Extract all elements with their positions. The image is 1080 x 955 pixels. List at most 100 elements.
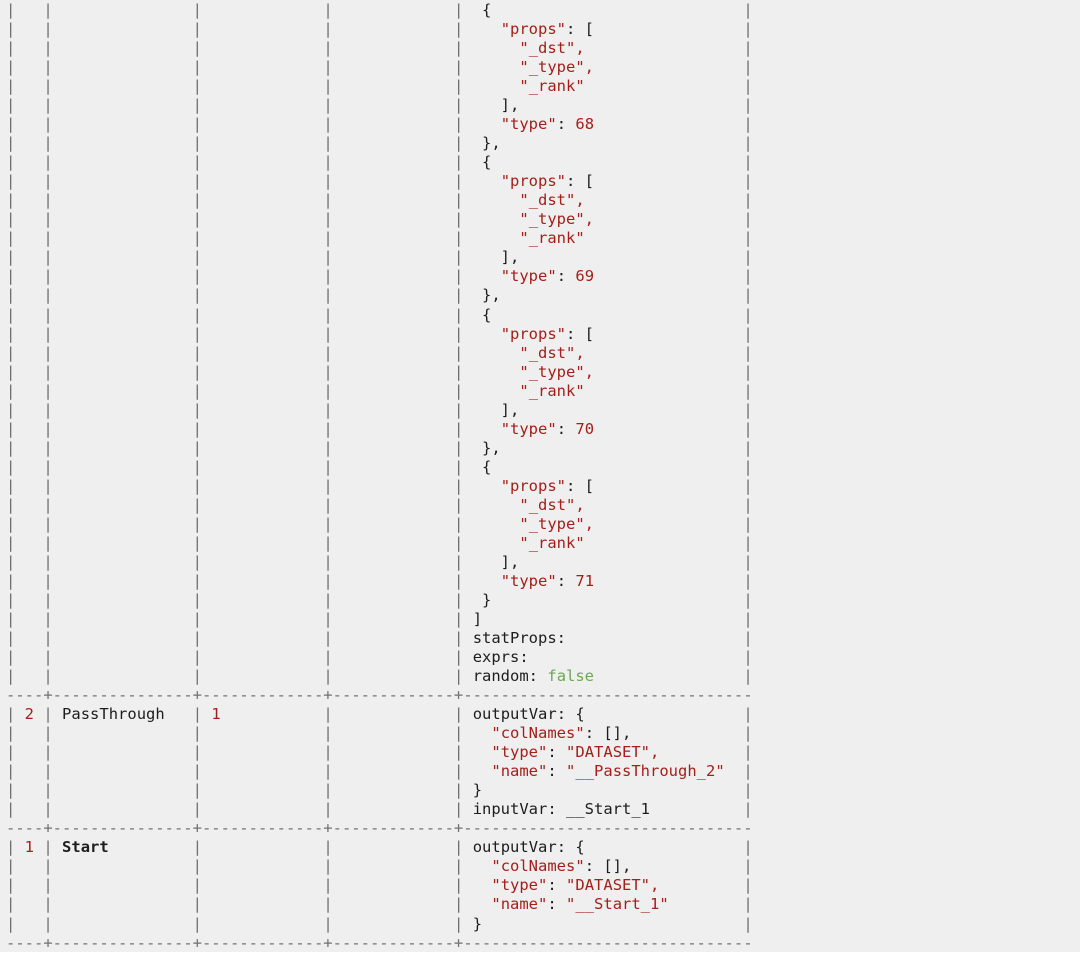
text-segment: | <box>6 39 16 58</box>
text-segment: | <box>323 115 333 134</box>
text-segment: | <box>454 438 464 457</box>
text-segment: | <box>192 800 203 819</box>
text-segment: | <box>743 229 753 248</box>
text-segment: | <box>743 58 753 77</box>
text-segment: "_type", <box>519 362 595 381</box>
text-segment <box>491 458 743 476</box>
text-segment: | <box>6 533 16 552</box>
text-segment <box>53 800 193 818</box>
text-segment: : [ <box>566 476 595 495</box>
text-segment <box>202 191 323 209</box>
text-segment: "colNames" <box>491 724 585 743</box>
operator-row-continued: | | | | | "props": [ | <box>6 20 1080 39</box>
text-segment: | <box>743 629 753 648</box>
text-segment: | <box>323 343 333 362</box>
text-segment: | <box>192 1 203 19</box>
text-segment <box>333 96 454 114</box>
text-segment <box>53 77 193 95</box>
text-segment <box>202 172 323 190</box>
text-segment <box>15 248 43 266</box>
text-segment: | <box>743 476 753 495</box>
text-segment: ] <box>463 610 483 628</box>
text-segment: | <box>6 58 16 77</box>
text-segment <box>34 705 43 723</box>
text-segment: | <box>454 590 464 609</box>
text-segment: ], <box>463 96 520 115</box>
text-segment <box>15 344 43 362</box>
operator-row-continued: | | | | | "_type", | <box>6 58 1080 77</box>
text-segment <box>333 667 454 685</box>
text-segment <box>463 420 500 438</box>
text-segment <box>53 191 193 209</box>
text-segment: | <box>323 457 333 476</box>
text-segment: | <box>192 39 203 58</box>
text-segment: | <box>192 571 203 590</box>
text-segment: | <box>323 762 333 781</box>
text-segment <box>202 267 323 285</box>
text-segment <box>463 515 519 533</box>
text-segment <box>463 363 519 381</box>
text-segment: | <box>192 400 203 419</box>
text-segment <box>15 267 43 285</box>
text-segment: | <box>192 629 203 648</box>
text-segment <box>202 648 323 666</box>
operator-row-continued: | | | | | ], | <box>6 401 1080 420</box>
text-segment: | <box>454 305 464 324</box>
text-segment: | <box>43 476 53 495</box>
text-segment <box>333 115 454 133</box>
text-segment: : [ <box>566 20 595 39</box>
text-segment: | <box>192 724 203 743</box>
text-segment <box>463 58 519 76</box>
text-segment: | <box>454 495 464 514</box>
text-segment: "type" <box>500 115 557 134</box>
text-segment: | <box>323 876 333 895</box>
text-segment <box>501 286 744 304</box>
text-segment: | <box>323 286 333 305</box>
text-segment <box>594 267 743 285</box>
text-segment: | <box>6 457 16 476</box>
text-segment: | <box>192 58 203 77</box>
text-segment <box>53 134 193 152</box>
text-segment: "_rank" <box>519 77 585 96</box>
text-segment <box>15 115 43 133</box>
text-segment: | <box>6 800 16 819</box>
text-segment <box>202 915 323 933</box>
text-segment <box>53 667 193 685</box>
text-segment <box>333 77 454 95</box>
text-segment: | <box>43 533 53 552</box>
text-segment <box>650 800 743 818</box>
text-segment: | <box>323 58 333 77</box>
text-segment: : [ <box>566 172 595 191</box>
text-segment <box>15 363 43 381</box>
text-segment <box>53 724 193 742</box>
text-segment: | <box>6 20 16 39</box>
text-segment: | <box>192 667 203 686</box>
text-segment <box>585 39 744 57</box>
text-segment: | <box>192 20 203 39</box>
text-segment <box>53 58 193 76</box>
text-segment <box>53 629 193 647</box>
text-segment: | <box>6 229 16 248</box>
text-segment <box>333 344 454 362</box>
text-segment <box>202 572 323 590</box>
text-segment <box>594 477 743 495</box>
text-segment: ----+---------------+-------------+-----… <box>6 933 753 952</box>
text-segment: | <box>743 286 753 305</box>
text-segment: | <box>43 267 53 286</box>
operator-row-continued: | | | | | }, | <box>6 286 1080 305</box>
text-segment <box>202 229 323 247</box>
text-segment: "_type", <box>519 210 595 229</box>
text-segment: | <box>454 800 464 819</box>
text-segment <box>53 1 193 19</box>
text-segment: | <box>454 248 464 267</box>
text-segment: | <box>743 648 753 667</box>
text-segment: : <box>556 267 576 286</box>
operator-row-continued: | | | | | }, | <box>6 439 1080 458</box>
text-segment: | <box>454 914 464 933</box>
text-segment: | <box>6 914 16 933</box>
text-segment: "type" <box>491 743 548 762</box>
operator-row-start: | | | | | "name": "__Start_1" | <box>6 895 1080 914</box>
text-segment: | <box>323 533 333 552</box>
text-segment: "DATASET", <box>566 743 660 762</box>
text-segment <box>463 724 491 742</box>
